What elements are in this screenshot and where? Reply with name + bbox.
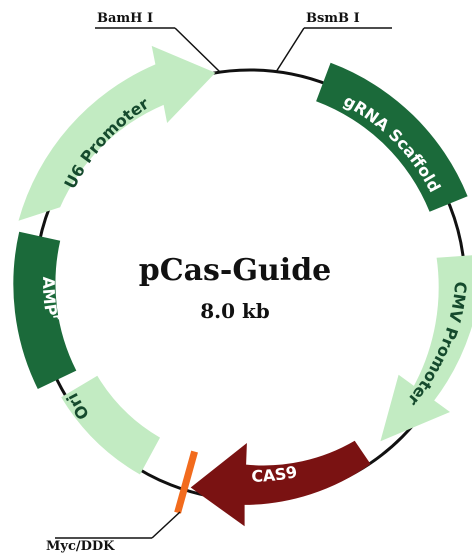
- bsmb1-site-label: BsmB I: [306, 11, 360, 26]
- plasmid-name: pCas-Guide: [139, 253, 332, 288]
- cas9-feature: [190, 440, 371, 527]
- mycddk-leader-line: [151, 511, 181, 539]
- cas9-label: CAS9: [251, 462, 299, 486]
- bamh1-leader-line: [174, 27, 221, 73]
- amp-resistance-feature: [13, 231, 77, 389]
- cmv-promoter-feature: [380, 255, 472, 442]
- plasmid-size: 8.0 kb: [200, 299, 270, 323]
- mycddk-site-label: Myc/DDK: [46, 539, 115, 554]
- u6-promoter-feature: [18, 45, 216, 221]
- bsmb1-leader-line: [275, 27, 305, 73]
- myc-ddk-marker: [174, 450, 198, 514]
- bamh1-site-label: BamH I: [97, 11, 153, 26]
- ori-feature: [61, 375, 161, 475]
- grna-scaffold-feature: [316, 62, 468, 212]
